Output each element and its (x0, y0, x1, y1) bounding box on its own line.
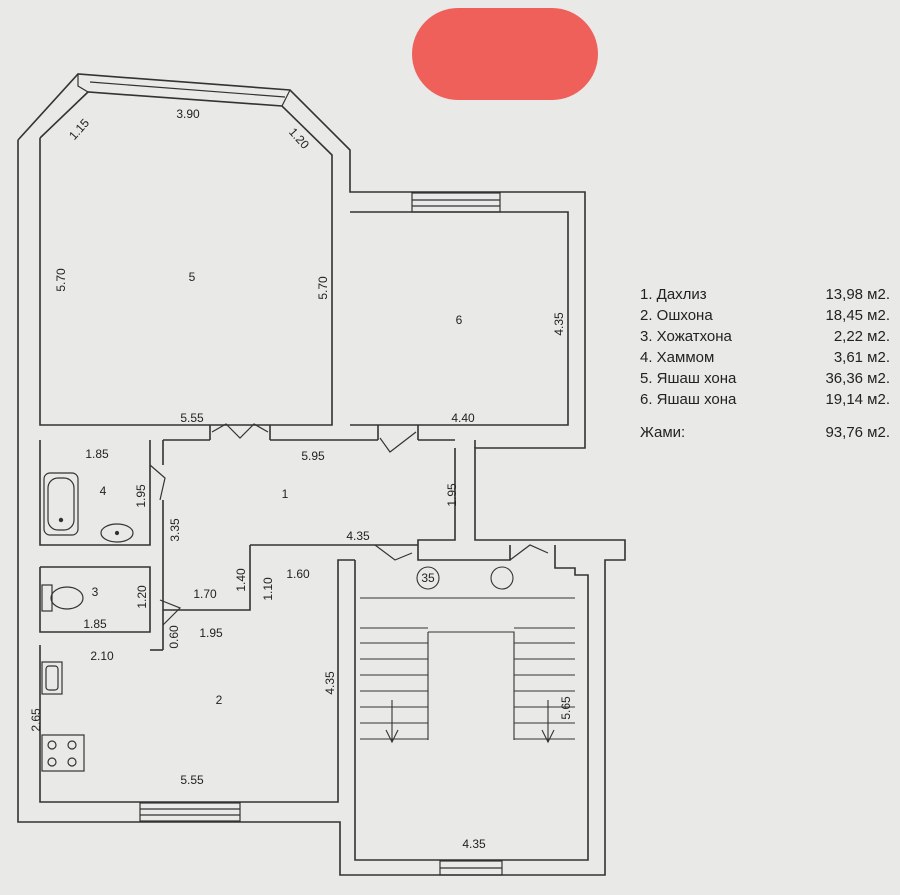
dim-label: 0.60 (167, 625, 181, 649)
legend-room-label: 3. Хожатхона (640, 328, 732, 345)
legend-room-area: 3,61 м2. (833, 349, 890, 366)
dim-label: 4.35 (323, 671, 337, 695)
room-1-number: 1 (282, 487, 289, 501)
dim-label: 4.35 (462, 837, 486, 851)
total-label: Жами: (640, 424, 686, 441)
dim-label: 1.15 (66, 116, 92, 143)
dim-label: 3.35 (168, 518, 182, 542)
dim-label: 1.60 (286, 567, 310, 581)
legend-room-label: 2. Ошхона (640, 307, 713, 324)
room-2-number: 2 (216, 693, 223, 707)
dim-label: 5.95 (301, 449, 325, 463)
legend-row: 5. Яшаш хона 36,36 м2. (640, 368, 890, 389)
dim-label: 1.70 (193, 587, 217, 601)
dim-label: 4.35 (346, 529, 370, 543)
dim-label: 1.10 (261, 577, 275, 601)
dim-label: 5.55 (180, 411, 204, 425)
dim-label: 5.65 (559, 696, 573, 720)
legend-room-area: 19,14 м2. (825, 391, 890, 408)
legend-room-area: 36,36 м2. (825, 370, 890, 387)
dim-label: 2.65 (29, 708, 43, 732)
redaction-mark (412, 8, 598, 100)
dim-label: 1.95 (199, 626, 223, 640)
legend-room-label: 1. Дахлиз (640, 286, 707, 303)
stair-circle-icon (416, 566, 440, 590)
dim-label: 3.90 (176, 107, 200, 121)
staircase (360, 566, 575, 744)
room-6-number: 6 (456, 313, 463, 327)
legend-room-label: 4. Хаммом (640, 349, 715, 366)
legend-row: 4. Хаммом 3,61 м2. (640, 347, 890, 368)
legend-row: 6. Яшаш хона 19,14 м2. (640, 389, 890, 410)
legend-room-label: 6. Яшаш хона (640, 391, 737, 408)
sink-icon (100, 523, 134, 543)
dim-label: 1.20 (135, 585, 149, 609)
dim-label: 1.95 (445, 483, 459, 507)
room-3-number: 3 (92, 585, 99, 599)
dim-label: 1.95 (134, 484, 148, 508)
legend-room-label: 5. Яшаш хона (640, 370, 737, 387)
column-icon (490, 566, 514, 590)
room-4-number: 4 (100, 484, 107, 498)
dim-label: 5.55 (180, 773, 204, 787)
stove-icon (41, 734, 85, 772)
area-legend: 1. Дахлиз 13,98 м2. 2. Ошхона 18,45 м2. … (640, 284, 890, 443)
dim-label: 4.35 (552, 312, 566, 336)
dim-label: 1.40 (234, 568, 248, 592)
dim-label: 5.70 (54, 268, 68, 292)
legend-row: 2. Ошхона 18,45 м2. (640, 305, 890, 326)
legend-row: 3. Хожатхона 2,22 м2. (640, 326, 890, 347)
dim-label: 4.40 (451, 411, 475, 425)
total-value: 93,76 м2. (825, 424, 890, 441)
bathtub-icon (43, 472, 79, 536)
dim-label: 1.20 (286, 125, 312, 152)
legend-room-area: 2,22 м2. (833, 328, 890, 345)
dim-label: 5.70 (316, 276, 330, 300)
dimension-labels: 3.90 1.15 1.20 5.70 5.70 5.55 4.35 4.40 … (29, 107, 573, 851)
legend-total-row: Жами: 93,76 м2. (640, 422, 890, 443)
doors (149, 423, 549, 626)
stair-number: 35 (421, 571, 435, 585)
room-5-number: 5 (189, 270, 196, 284)
kitchen-sink-icon (41, 661, 63, 695)
legend-room-area: 13,98 м2. (825, 286, 890, 303)
dim-label: 2.10 (90, 649, 114, 663)
legend-row: 1. Дахлиз 13,98 м2. (640, 284, 890, 305)
dim-label: 1.85 (85, 447, 109, 461)
toilet-tank-icon (41, 584, 53, 612)
toilet-bowl-icon (50, 586, 84, 610)
walls (17, 73, 626, 876)
legend-room-area: 18,45 м2. (825, 307, 890, 324)
fixtures (41, 472, 134, 772)
dim-label: 1.85 (83, 617, 107, 631)
windows (77, 74, 503, 876)
